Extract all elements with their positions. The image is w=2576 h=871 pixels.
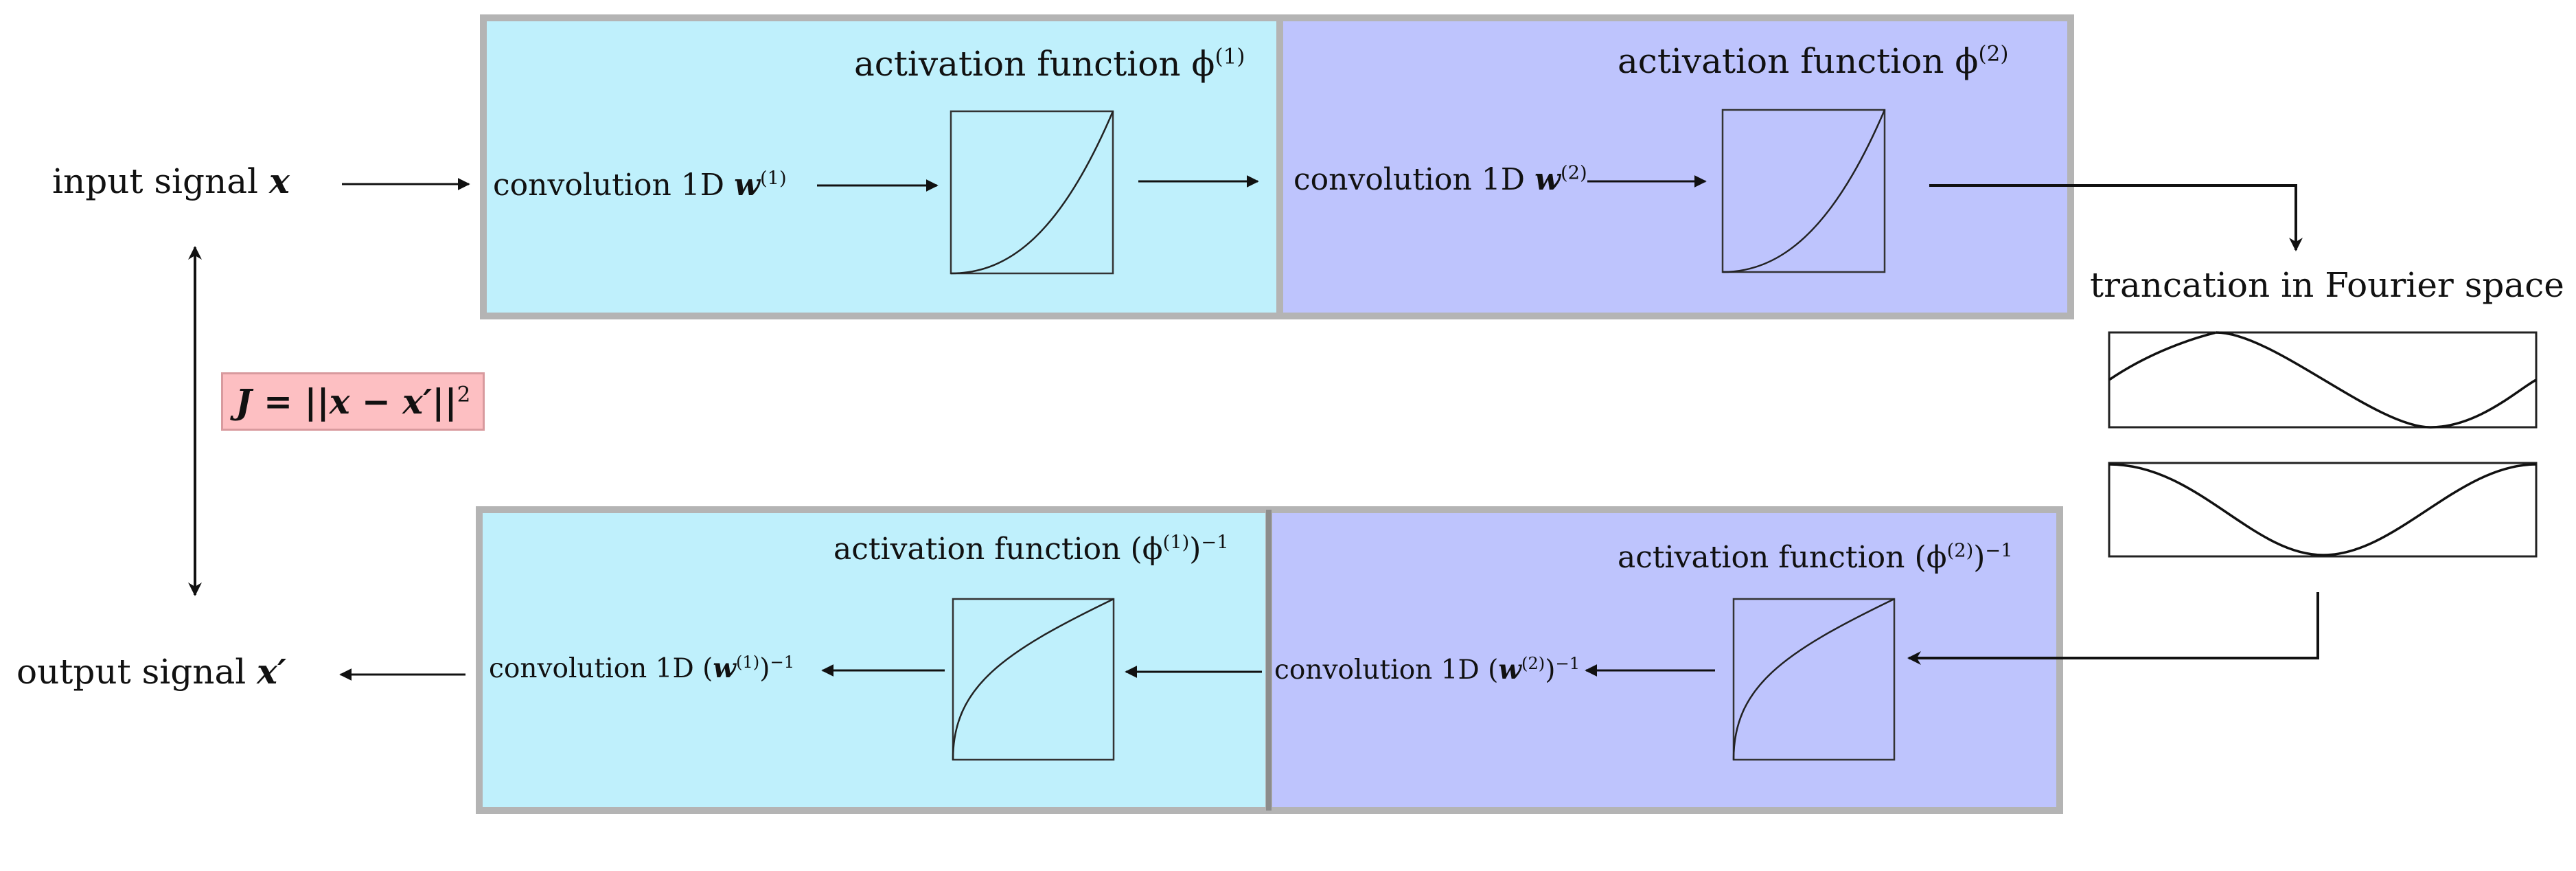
- decoder-activation-label-2: activation function (ϕ(2))−1: [1618, 540, 2013, 575]
- activation-curve-2: [1722, 109, 1886, 273]
- output-symbol: x′: [257, 651, 287, 692]
- activation-plot-2: [1721, 109, 1886, 273]
- fourier-sine-curve: [2108, 331, 2537, 429]
- inverse-activation-plot-2: [1732, 598, 1896, 761]
- decoder-conv-label-2: convolution 1D (w(2))−1: [1274, 654, 1580, 686]
- activation-plot-1: [950, 110, 1114, 275]
- fourier-cosine-curve: [2108, 463, 2537, 556]
- cost-function-box: J = ||x − x′||2: [221, 372, 485, 431]
- encoder-activation-label-2: activation function ϕ(2): [1618, 41, 2009, 81]
- encoder-conv-label-2: convolution 1D w(2): [1293, 162, 1587, 197]
- decoder-block-1: [476, 506, 1272, 814]
- output-signal-label: output signal x′: [16, 651, 287, 692]
- activation-curve-1: [950, 111, 1114, 275]
- inverse-activation-curve-2: [1732, 598, 1895, 760]
- input-signal-label: input signal x: [52, 161, 290, 201]
- fourier-plot-cosine: [2108, 462, 2538, 558]
- encoder-conv-label-1: convolution 1D w(1): [493, 168, 787, 203]
- input-symbol: x: [268, 161, 290, 201]
- encoder-activation-label-1: activation function ϕ(1): [854, 44, 1245, 84]
- encoder-block-2: [1276, 14, 2074, 319]
- decoder-conv-label-1: convolution 1D (w(1))−1: [489, 653, 795, 684]
- decoder-activation-label-1: activation function (ϕ(1))−1: [833, 532, 1229, 567]
- inverse-activation-plot-1: [952, 598, 1115, 761]
- decoder-block-2: [1265, 506, 2063, 814]
- inverse-activation-curve-1: [952, 598, 1114, 760]
- encoder-block-1: [480, 14, 1283, 319]
- truncation-label: trancation in Fourier space: [2090, 265, 2564, 305]
